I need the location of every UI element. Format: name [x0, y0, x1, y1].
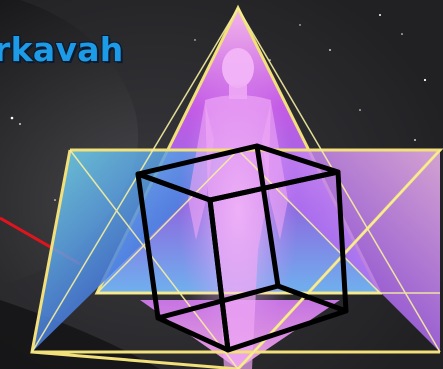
page-title: rkavah	[0, 33, 124, 66]
